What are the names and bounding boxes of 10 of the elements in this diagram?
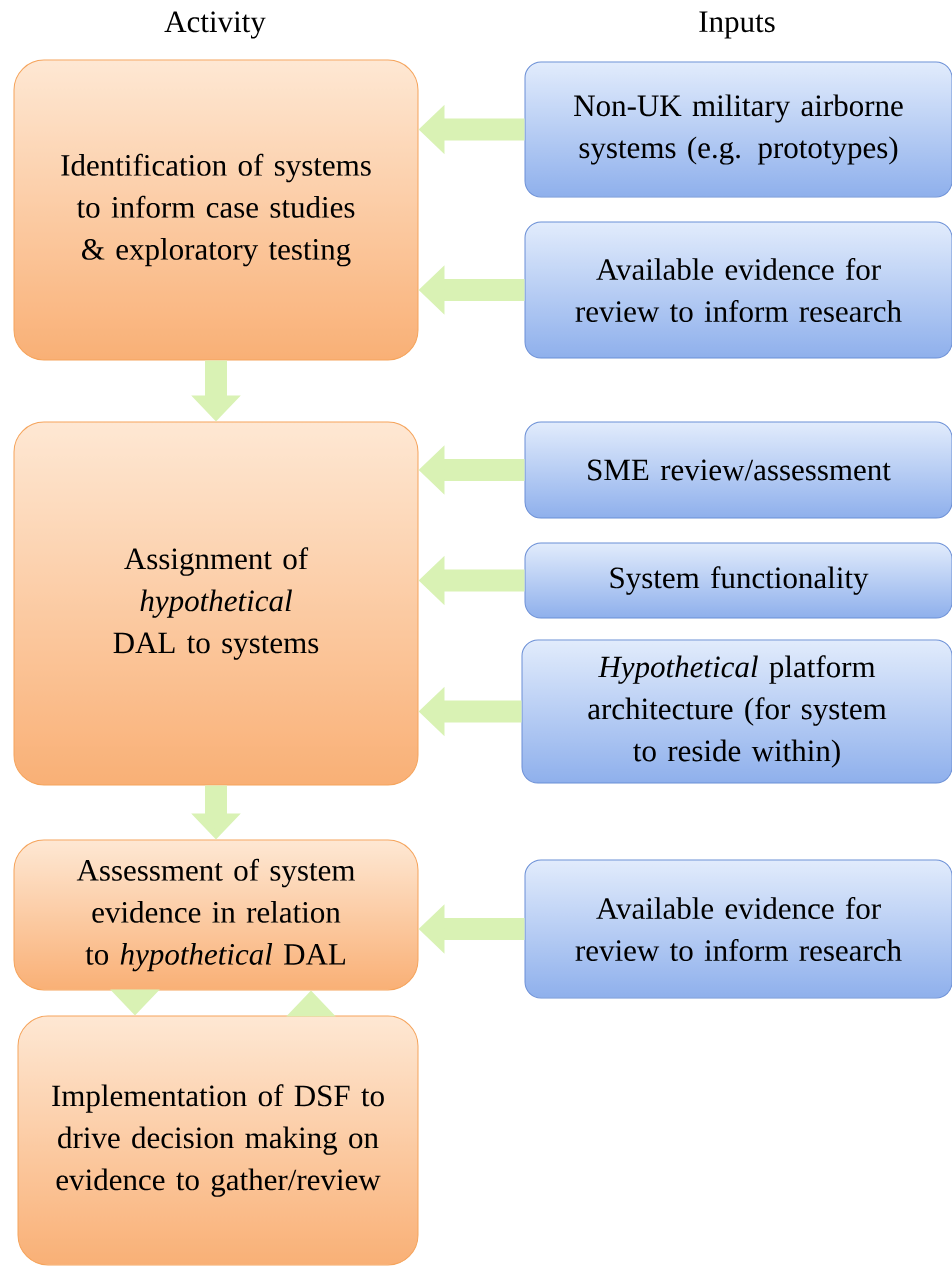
input-box: Non-UK military airborne systems (e.g. prototypes) bbox=[524, 61, 952, 198]
input-box: Available evidence for review to inform research bbox=[524, 859, 952, 999]
input-box: System functionality bbox=[524, 542, 952, 619]
input-box: SME review/assessment bbox=[524, 421, 952, 519]
input-box: Available evidence for review to inform research bbox=[524, 221, 952, 359]
activity-box: Assignment of hypothetical DAL to systems bbox=[13, 421, 419, 786]
activity-box: Identification of systems to inform case studies & exploratory testing bbox=[13, 59, 419, 361]
input-box: Hypothetical platform architecture (for system to reside within) bbox=[521, 639, 952, 784]
activity-box: Implementation of DSF to drive decision making on evidence to gather/review bbox=[17, 1015, 419, 1266]
activity-box: Assessment of system evidence in relation to hypothetical DAL bbox=[13, 839, 419, 991]
